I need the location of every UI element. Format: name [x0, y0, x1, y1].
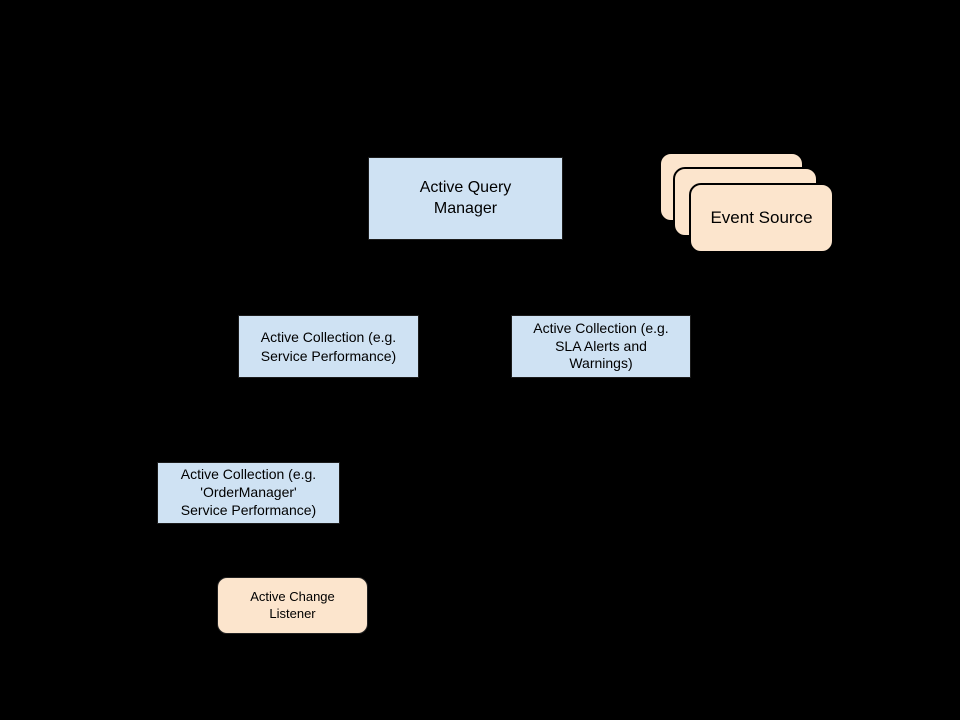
node-active-collection-service-performance: Active Collection (e.g. Service Performa…: [238, 315, 419, 378]
node-event-source-stack: Event Source: [659, 152, 835, 253]
node-event-source-label: Event Source: [710, 208, 813, 227]
event-source-card-front: Event Source: [689, 183, 834, 253]
node-active-change-listener-label: Active Change Listener: [250, 589, 335, 621]
node-active-collection-sla-alerts-label: Active Collection (e.g. SLA Alerts and W…: [533, 320, 669, 372]
node-active-collection-ordermanager-label: Active Collection (e.g. 'OrderManager' S…: [180, 466, 317, 518]
node-active-query-manager: Active Query Manager: [368, 157, 563, 240]
node-active-query-manager-label: Active Query Manager: [419, 178, 512, 217]
node-active-collection-ordermanager: Active Collection (e.g. 'OrderManager' S…: [157, 462, 340, 524]
node-active-change-listener: Active Change Listener: [217, 577, 368, 634]
node-active-collection-sla-alerts: Active Collection (e.g. SLA Alerts and W…: [511, 315, 691, 378]
node-active-collection-service-performance-label: Active Collection (e.g. Service Performa…: [260, 328, 397, 364]
